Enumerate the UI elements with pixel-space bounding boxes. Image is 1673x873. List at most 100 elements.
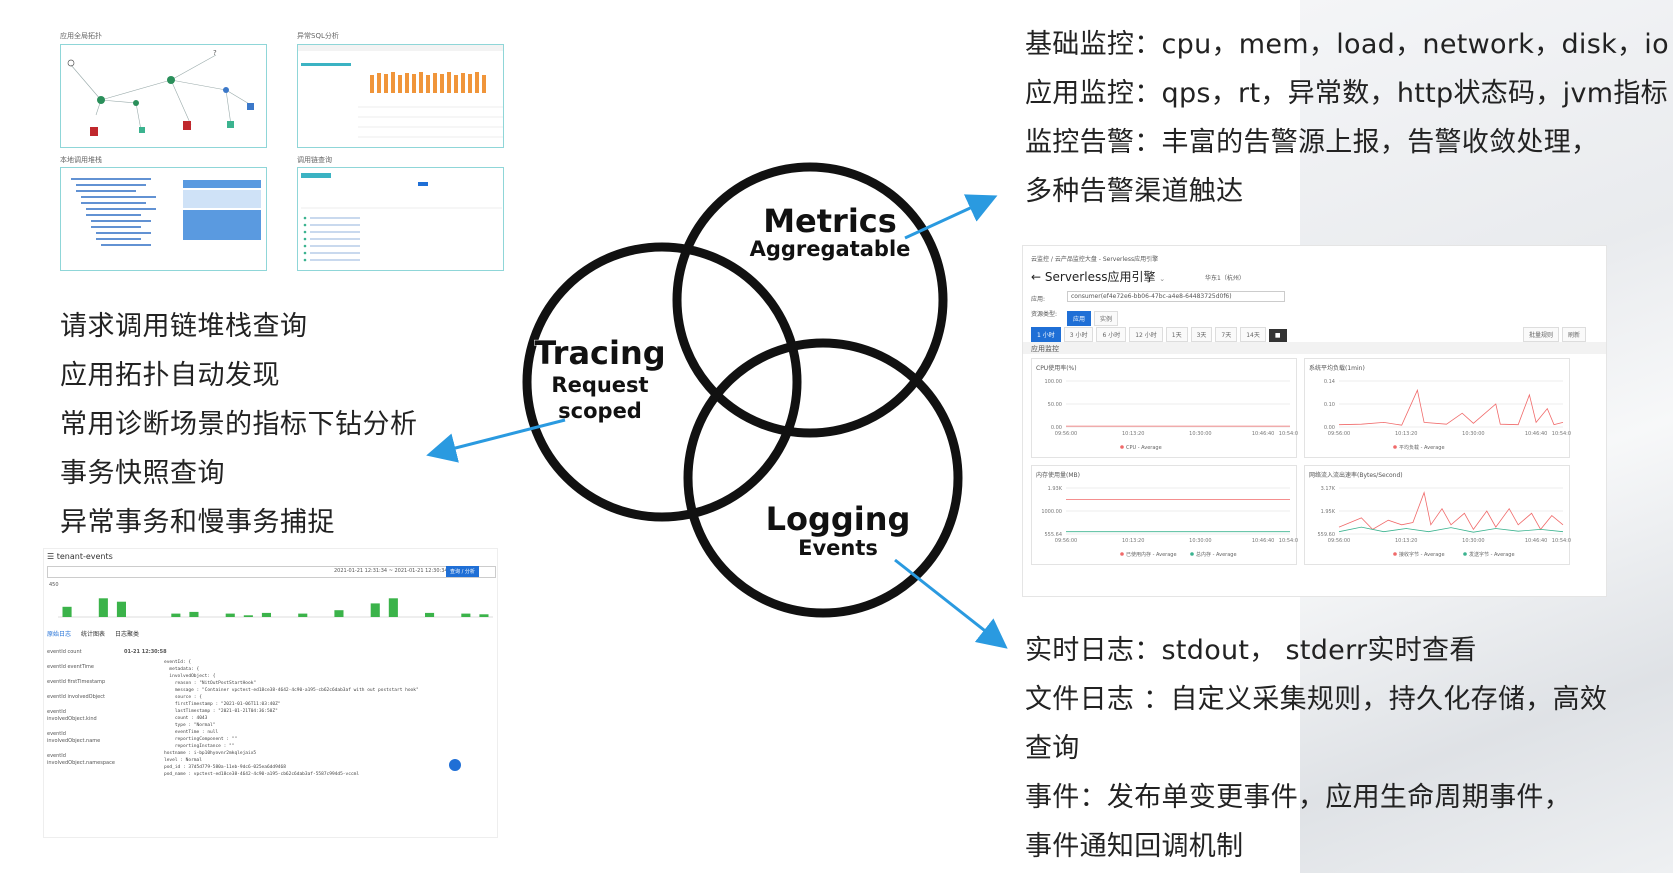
- time-range-1d[interactable]: 1天: [1165, 327, 1188, 342]
- resource-app-option[interactable]: 应用: [1067, 311, 1092, 326]
- x-tick-label: 10:54:00: [1552, 538, 1571, 544]
- feature-drilldown: 常用诊断场景的指标下钻分析: [60, 409, 418, 440]
- log-json-line: pod_name : vpctest-ed18ce38-4642-4c90-a1…: [164, 772, 360, 777]
- log-json-line: reportingComponent : "": [164, 737, 238, 742]
- log-field-item[interactable]: eventId firstTimestamp: [47, 679, 106, 685]
- time-range-3d[interactable]: 3天: [1190, 327, 1213, 342]
- topology-thumbnail[interactable]: ?: [60, 44, 267, 148]
- histogram-bar[interactable]: [116, 601, 126, 617]
- basic-monitoring-text: 基础监控：cpu，mem，load，network，disk，io: [1025, 29, 1669, 60]
- y-tick-label: 0.00: [1051, 425, 1062, 431]
- back-arrow-icon[interactable]: ←: [1031, 270, 1042, 284]
- histogram-bar[interactable]: [189, 611, 199, 617]
- histogram-bar[interactable]: [298, 613, 308, 617]
- trace-thumbnail[interactable]: [297, 167, 504, 271]
- log-json-line: involvedObject: {: [164, 674, 216, 679]
- log-field-item[interactable]: eventId involvedObject.namespace: [47, 753, 115, 766]
- log-json-line: eventTime : null: [164, 730, 219, 735]
- y-tick-label: 555.64: [1045, 532, 1063, 538]
- time-range-3h[interactable]: 3 小时: [1063, 327, 1094, 342]
- chat-icon[interactable]: [449, 759, 461, 771]
- y-tick-label: 0.00: [1324, 425, 1335, 431]
- legend-label[interactable]: 接收字节 - Average: [1399, 551, 1445, 558]
- log-json-line: firstTimestamp : "2021-01-06T11:03:40Z": [164, 702, 281, 707]
- log-field-item[interactable]: eventId count: [47, 649, 82, 655]
- log-json-line: level : Normal: [164, 758, 202, 763]
- log-field-item[interactable]: eventId involvedObject.kind: [47, 709, 97, 722]
- tracing-circle: [522, 242, 802, 522]
- tab-stat-charts[interactable]: 统计图表: [81, 631, 106, 638]
- logging-subtitle: Events: [798, 536, 878, 560]
- sql-thumbnail[interactable]: [297, 44, 504, 148]
- time-range-6h[interactable]: 6 小时: [1096, 327, 1127, 342]
- histogram-bar[interactable]: [425, 612, 435, 617]
- log-time-range[interactable]: 2021-01-21 12:31:34 ~ 2021-01-21 12:30:3…: [334, 568, 448, 574]
- app-label: 应用:: [1031, 296, 1046, 303]
- feature-slow-tx: 异常事务和慢事务捕捉: [60, 507, 335, 538]
- metric-chart-title: 内存使用量(MB): [1036, 472, 1080, 479]
- batch-rules-button[interactable]: 批量规则: [1523, 327, 1560, 342]
- tracing-title: Tracing: [534, 334, 665, 372]
- histogram-bar[interactable]: [461, 613, 471, 617]
- region-select[interactable]: 华东1（杭州）: [1205, 275, 1245, 282]
- dashboard-actions: 批量规则刷新: [1523, 322, 1589, 342]
- x-tick-label: 10:54:00: [1279, 431, 1298, 437]
- x-tick-label: 10:54:00: [1552, 431, 1571, 437]
- legend-label[interactable]: 已使用内存 - Average: [1126, 551, 1177, 558]
- x-tick-label: 10:13:20: [1122, 538, 1144, 544]
- tab-log-clustering[interactable]: 日志聚类: [115, 631, 140, 638]
- legend-label[interactable]: CPU - Average: [1126, 445, 1162, 451]
- x-tick-label: 10:46:40: [1252, 431, 1274, 437]
- dashboard-title: Serverless应用引擎: [1044, 270, 1156, 284]
- app-select[interactable]: consumer(ef4e72e6-bb06-47bc-a4e8-6448372…: [1067, 291, 1285, 302]
- time-range-12h[interactable]: 12 小时: [1129, 327, 1163, 342]
- time-range-7d[interactable]: 7天: [1215, 327, 1238, 342]
- search-analyze-button[interactable]: 查询 / 分析: [446, 566, 479, 577]
- log-json-line: reason : "NitOutPostStartHook": [164, 681, 257, 686]
- file-log-text-cont: 查询: [1025, 733, 1080, 764]
- chevron-down-icon[interactable]: ⌄: [1159, 275, 1166, 283]
- y-tick-label: 0.10: [1324, 402, 1335, 408]
- tab-raw-logs[interactable]: 原始日志: [47, 631, 72, 638]
- log-field-item[interactable]: eventId involvedObject.name: [47, 731, 101, 744]
- log-query-input[interactable]: [47, 566, 496, 578]
- legend-dot: [1463, 552, 1467, 556]
- app-monitoring-text: 应用监控：qps，rt，异常数，http状态码，jvm指标: [1025, 78, 1668, 109]
- y-tick-label: 0.14: [1324, 379, 1335, 385]
- histogram-bar[interactable]: [62, 606, 72, 617]
- histogram-bar[interactable]: [334, 610, 344, 617]
- stack-thumbnail[interactable]: [60, 167, 267, 271]
- histogram-bar[interactable]: [479, 614, 489, 617]
- legend-label[interactable]: 平均负载 - Average: [1399, 444, 1445, 451]
- refresh-button[interactable]: 刷新: [1562, 327, 1587, 342]
- log-store-title-row: ☰ tenant-events: [47, 552, 113, 561]
- calendar-icon[interactable]: ■: [1268, 329, 1287, 342]
- histogram-bar[interactable]: [98, 598, 108, 617]
- histogram-bar[interactable]: [225, 613, 235, 617]
- histogram-bar[interactable]: [171, 613, 181, 617]
- arrow-to-logging: [894, 558, 1008, 649]
- dashboard-breadcrumb[interactable]: 云监控 / 云产品监控大盘 - Serverless应用引擎: [1031, 256, 1159, 263]
- time-range-1h[interactable]: 1 小时: [1031, 327, 1061, 342]
- legend-label[interactable]: 总内存 - Average: [1196, 551, 1237, 558]
- histogram-bar[interactable]: [243, 615, 253, 617]
- trace-table: [301, 173, 502, 262]
- histogram-bar[interactable]: [370, 603, 380, 617]
- file-log-text: 文件日志 ：自定义采集规则，持久化存储，高效: [1025, 684, 1608, 715]
- section-app-monitoring: 应用监控: [1023, 342, 1606, 354]
- metric-chart-title: CPU使用率(%): [1036, 365, 1077, 372]
- resource-instance-option[interactable]: 实例: [1094, 311, 1119, 326]
- y-tick-label: 1000.00: [1041, 509, 1062, 515]
- realtime-log-text: 实时日志：stdout， stderr实时查看: [1025, 635, 1477, 666]
- log-field-item[interactable]: eventId eventTime: [47, 664, 94, 670]
- histogram-bar[interactable]: [261, 612, 271, 617]
- histogram-bar[interactable]: [388, 598, 398, 617]
- topology-thumb-title: 应用全局拓扑: [60, 32, 102, 40]
- log-field-item[interactable]: eventId involvedObject: [47, 694, 105, 700]
- time-range-14d[interactable]: 14天: [1240, 327, 1266, 342]
- legend-label[interactable]: 发送字节 - Average: [1469, 551, 1515, 558]
